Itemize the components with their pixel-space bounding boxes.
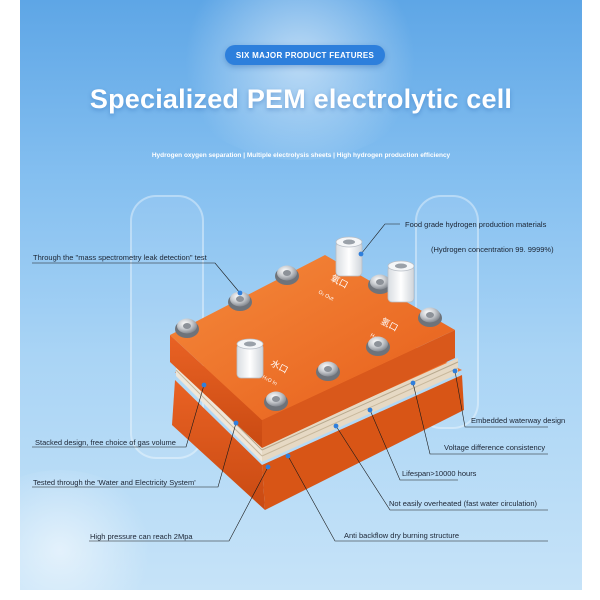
leader-line bbox=[360, 223, 400, 255]
callout-voltage-consistency: Voltage difference consistency bbox=[444, 443, 546, 452]
callout-water-electricity-test: Tested through the 'Water and Electricit… bbox=[33, 478, 196, 487]
leader-line bbox=[32, 384, 205, 448]
anchor-dot bbox=[333, 423, 339, 429]
callout-leak-test: Through the "mass spectrometry leak dete… bbox=[33, 253, 207, 262]
bolt bbox=[368, 274, 392, 294]
page-title: Specialized PEM electrolytic cell bbox=[89, 84, 513, 114]
anchor-dot bbox=[367, 407, 373, 413]
anchor-dots bbox=[201, 251, 458, 470]
callout-food-grade: Food grade hydrogen production materials bbox=[405, 220, 547, 229]
anchor-dot bbox=[410, 380, 416, 386]
bolt bbox=[316, 361, 340, 381]
top-end-plate bbox=[170, 255, 455, 448]
bolt bbox=[264, 391, 288, 411]
leader-line bbox=[335, 425, 548, 511]
leader-line bbox=[369, 409, 458, 481]
callout-stacked-design: Stacked design, free choice of gas volum… bbox=[35, 438, 176, 447]
leader-line bbox=[32, 422, 237, 488]
leader-line bbox=[89, 466, 269, 542]
anchor-dot bbox=[285, 453, 291, 459]
anchor-dot bbox=[265, 464, 271, 470]
bolt bbox=[366, 336, 390, 356]
anchor-dot bbox=[233, 420, 239, 426]
bolts bbox=[175, 265, 442, 411]
anchor-dot bbox=[201, 382, 207, 388]
anchor-dot bbox=[452, 368, 458, 374]
features-badge: SIX MAJOR PRODUCT FEATURES bbox=[225, 45, 385, 65]
bolt bbox=[175, 318, 199, 338]
bolt bbox=[275, 265, 299, 285]
water-inlet-fitting bbox=[236, 338, 264, 379]
background-glow bbox=[170, 0, 430, 160]
callout-hydrogen-concentration: (Hydrogen concentration 99. 9999%) bbox=[431, 245, 554, 254]
anchor-dot bbox=[358, 251, 364, 257]
callout-embedded-waterway: Embedded waterway design bbox=[471, 416, 566, 425]
o2-outlet-fitting bbox=[335, 236, 363, 277]
callout-lifespan: Lifespan>10000 hours bbox=[402, 469, 477, 478]
bolt bbox=[228, 291, 252, 311]
leader-line bbox=[32, 262, 241, 294]
h2-outlet-fitting bbox=[387, 260, 415, 303]
bolt bbox=[418, 307, 442, 327]
leader-line bbox=[287, 455, 548, 542]
callout-not-overheated: Not easily overheated (fast water circul… bbox=[389, 499, 537, 508]
anchor-dot bbox=[237, 290, 243, 296]
leader-line bbox=[454, 370, 548, 428]
callout-high-pressure: High pressure can reach 2Mpa bbox=[90, 532, 193, 541]
page-subtitle: Hydrogen oxygen separation | Multiple el… bbox=[151, 152, 451, 159]
leader-lines bbox=[32, 223, 548, 542]
leader-line bbox=[412, 382, 548, 455]
callout-anti-backflow: Anti backflow dry burning structure bbox=[344, 531, 460, 540]
